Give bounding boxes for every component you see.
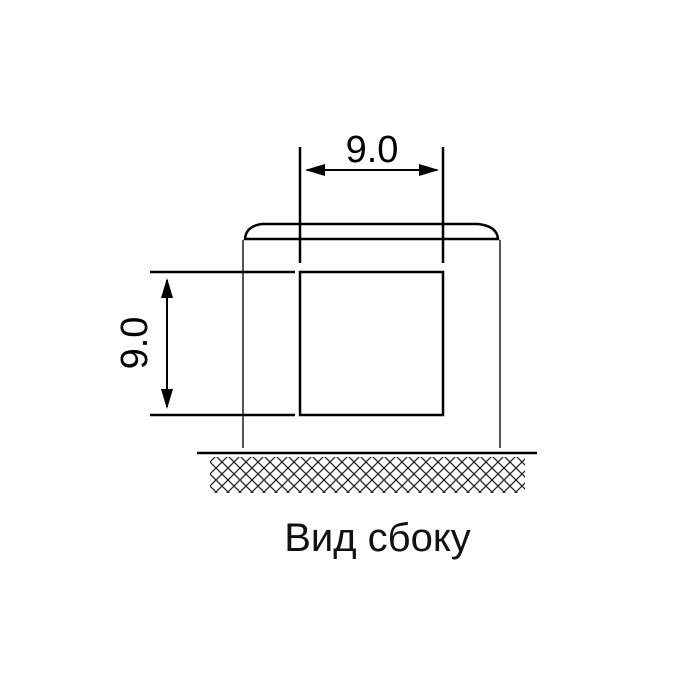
width-dimension-label: 9.0 bbox=[346, 129, 399, 171]
ground-hatch bbox=[210, 457, 525, 493]
view-caption: Вид сбоку bbox=[284, 516, 471, 560]
height-dimension-label: 9.0 bbox=[114, 317, 156, 370]
cap-outline bbox=[243, 222, 500, 241]
button-body bbox=[298, 270, 445, 417]
